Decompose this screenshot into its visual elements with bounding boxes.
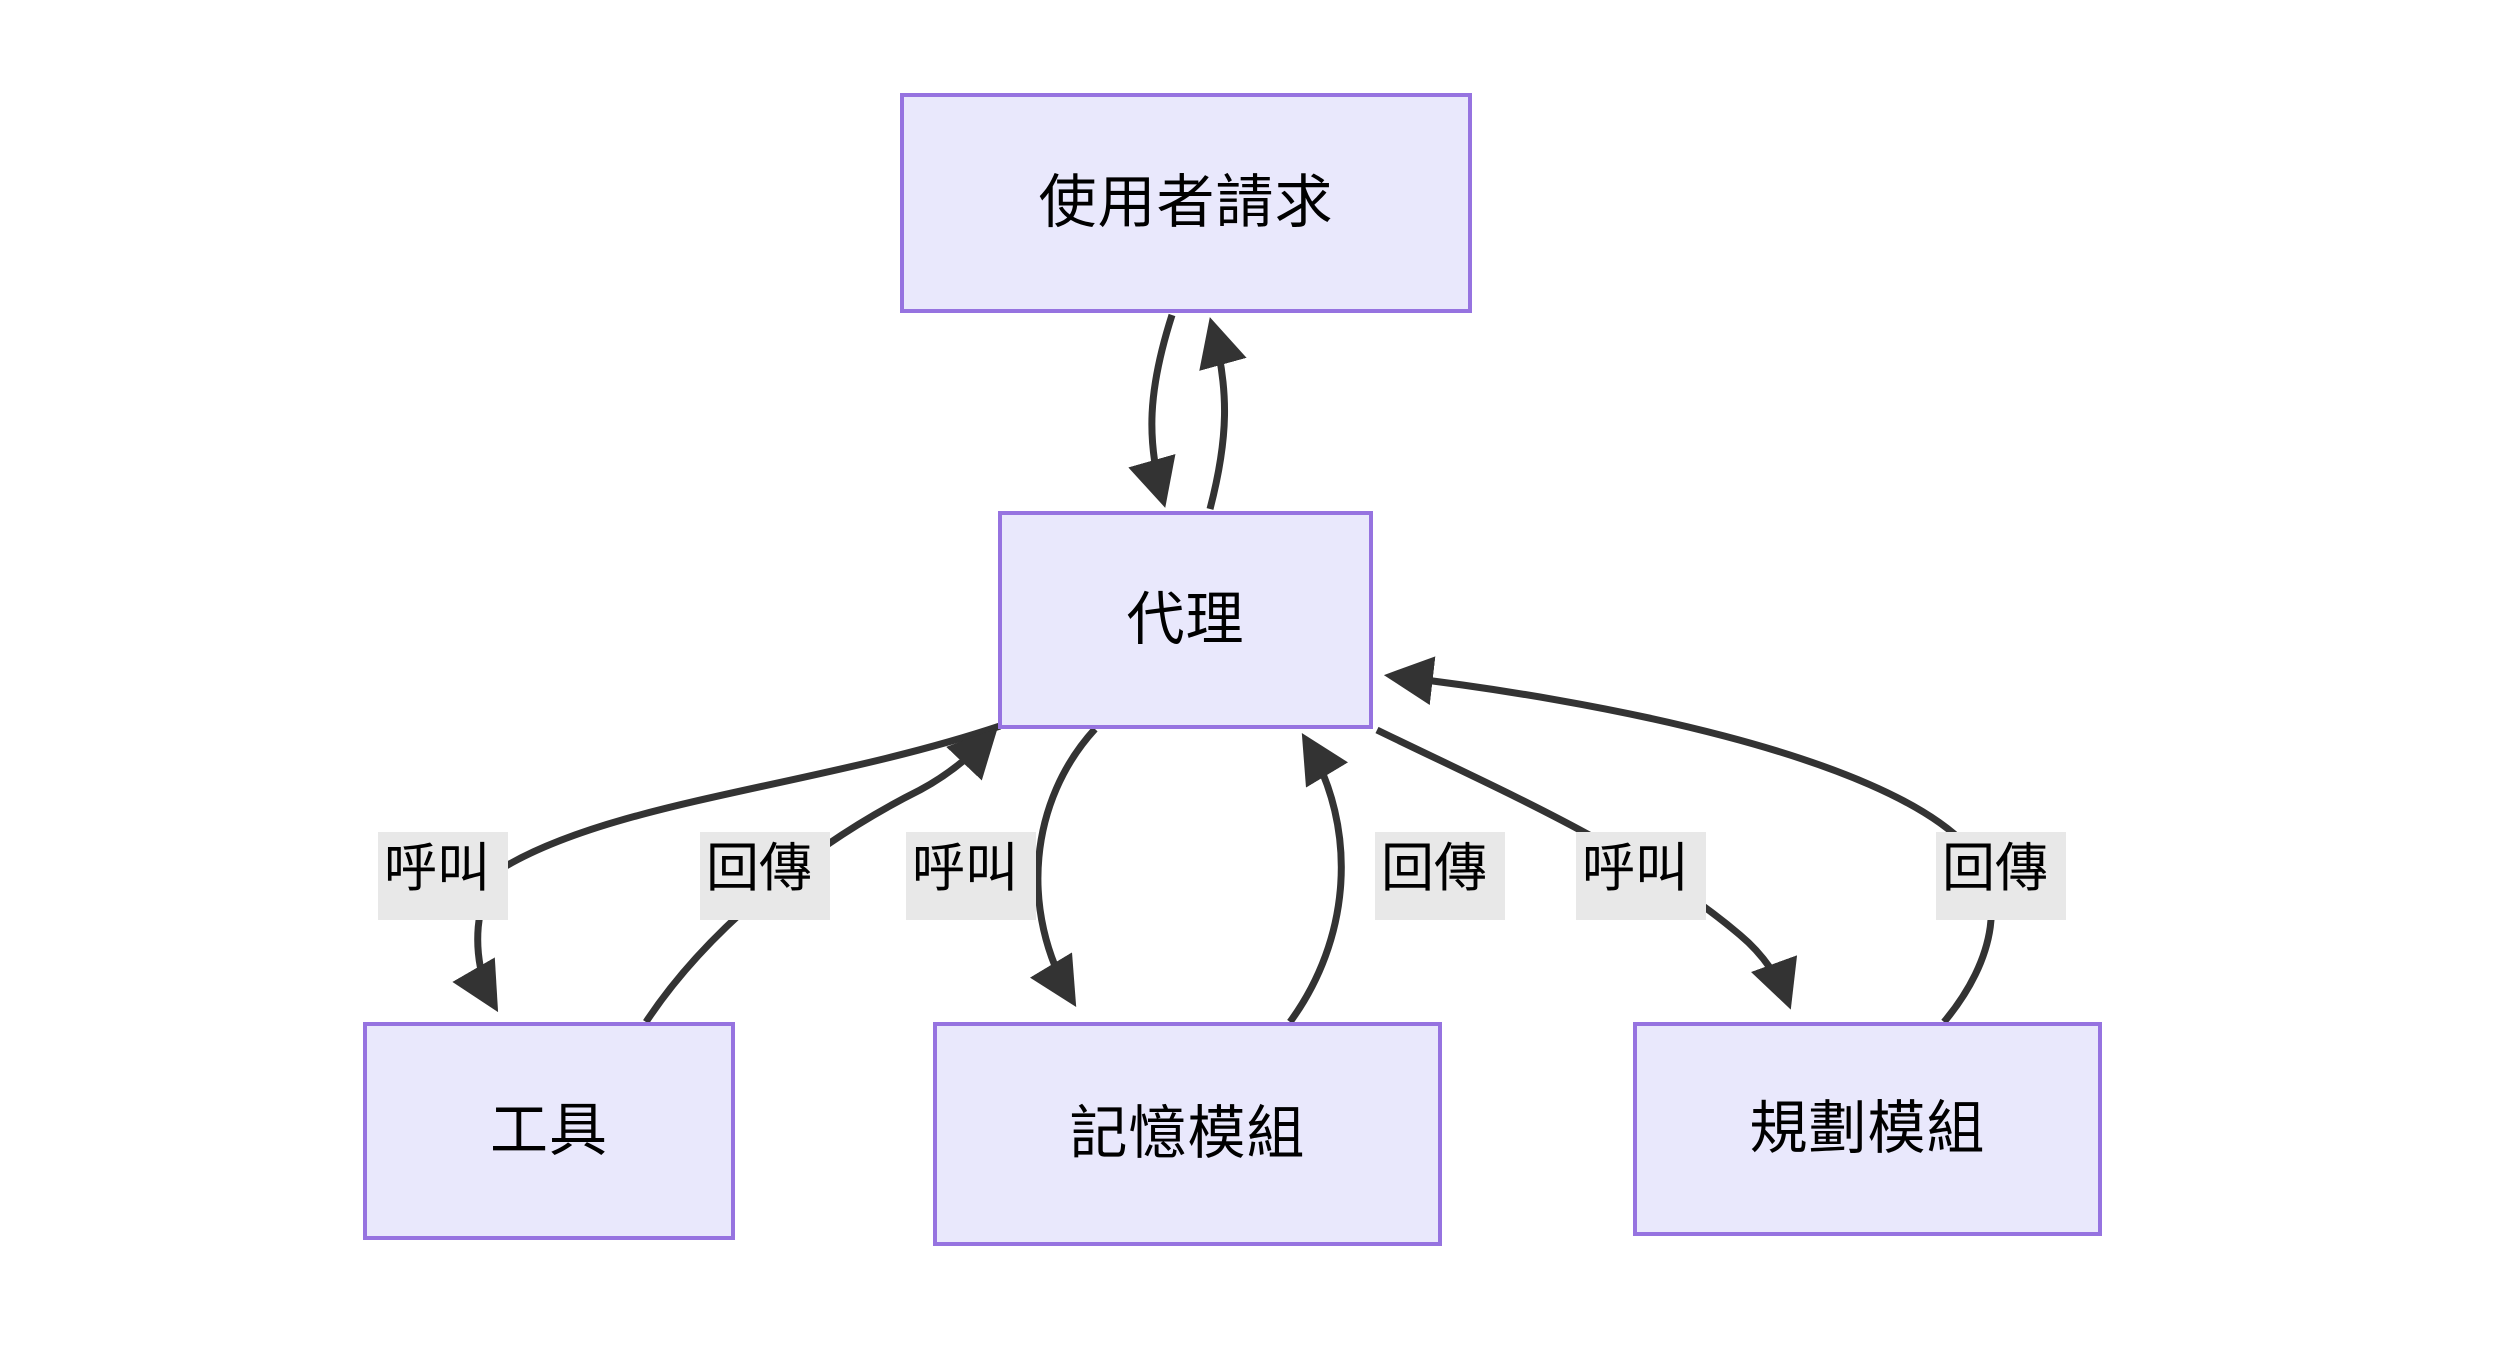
node-planner[interactable]: 規劃模組 (1633, 1022, 2102, 1236)
edge-label-call-planner: 呼叫 (1576, 832, 1706, 920)
node-user-request-label: 使用者請求 (1038, 168, 1334, 237)
edge-label-return-memory: 回傳 (1375, 832, 1505, 920)
edge-agent-to-memory (1029, 726, 1098, 1008)
edge-memory-to-agent (1287, 732, 1349, 1025)
edge-label-call-memory-text: 呼叫 (912, 838, 1018, 899)
node-agent[interactable]: 代理 (998, 511, 1373, 729)
edge-label-return-planner-text: 回傳 (1942, 838, 2048, 899)
node-planner-label: 規劃模組 (1749, 1094, 1986, 1163)
edge-agent-to-user-request (1199, 317, 1247, 510)
edge-label-call-tools: 呼叫 (378, 832, 508, 920)
node-user-request[interactable]: 使用者請求 (900, 93, 1472, 313)
node-memory[interactable]: 記憶模組 (933, 1022, 1442, 1246)
edge-label-call-tools-text: 呼叫 (384, 838, 490, 899)
edge-label-return-tools: 回傳 (700, 832, 830, 920)
edge-label-call-memory: 呼叫 (906, 832, 1036, 920)
edge-label-call-planner-text: 呼叫 (1582, 838, 1688, 899)
node-agent-label: 代理 (1126, 585, 1245, 654)
edge-label-return-memory-text: 回傳 (1381, 838, 1487, 899)
edge-user-request-to-agent (1128, 313, 1176, 508)
node-tools-label: 工具 (489, 1096, 608, 1165)
node-memory-label: 記憶模組 (1069, 1099, 1306, 1168)
edge-label-return-planner: 回傳 (1936, 832, 2066, 920)
edge-label-return-tools-text: 回傳 (706, 838, 812, 899)
node-tools[interactable]: 工具 (363, 1022, 735, 1240)
